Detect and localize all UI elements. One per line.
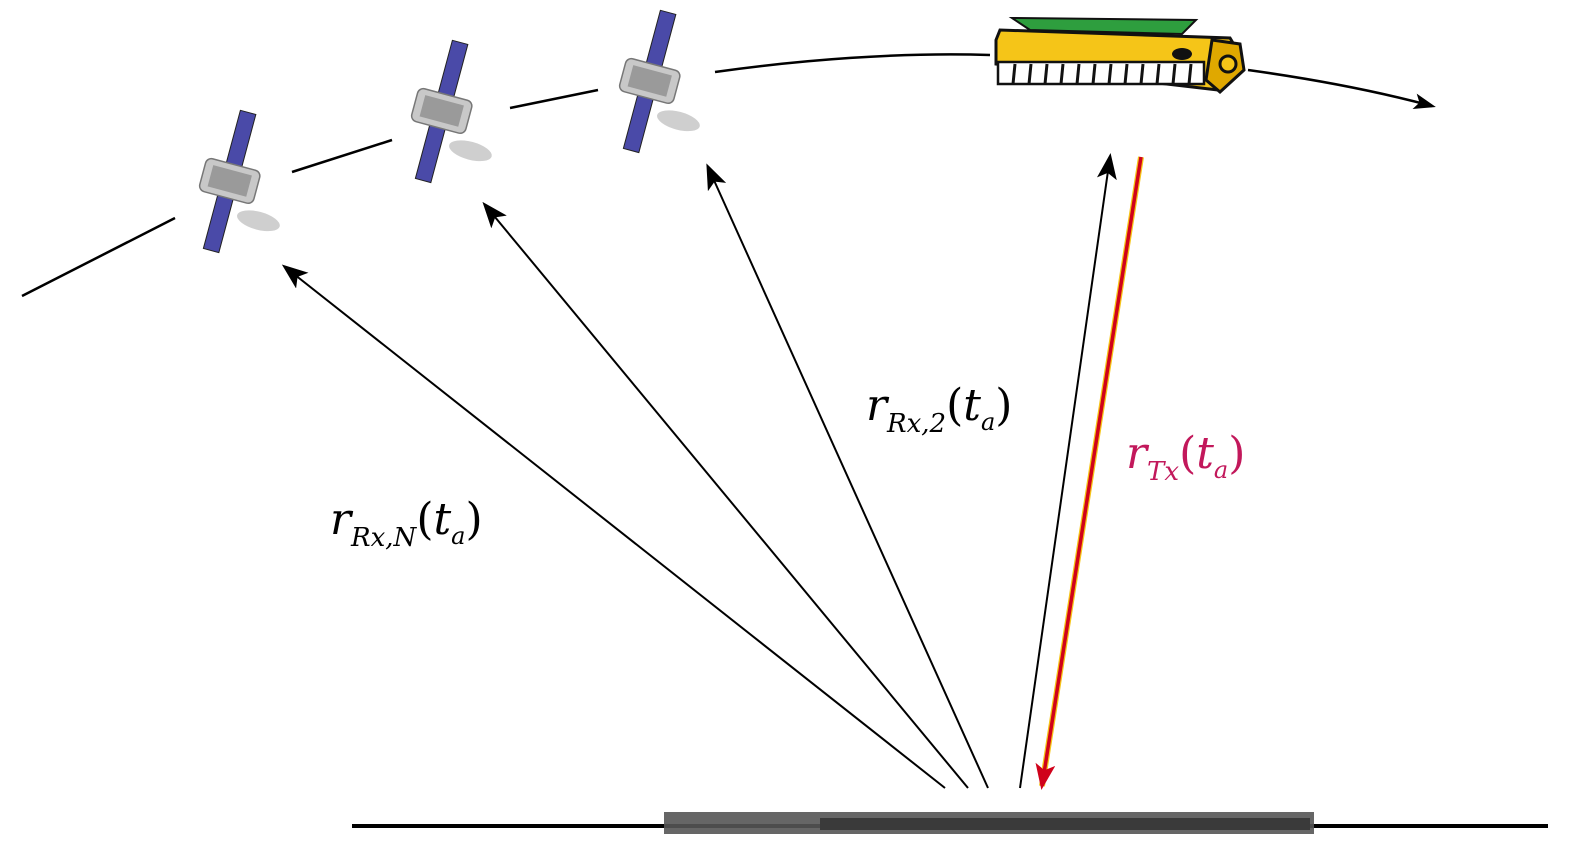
- orbit-path: [21, 53, 1436, 298]
- receiver-vectors: [281, 153, 1117, 789]
- label-rx-2: rRx,2(ta): [866, 380, 1013, 439]
- receiver-satellite-icon: [198, 109, 280, 254]
- vector-tx-return: [1019, 153, 1117, 789]
- transmitter-vector: [1035, 156, 1144, 790]
- label-rx-n: rRx,N(ta): [330, 494, 483, 553]
- vector-rx-2: [706, 163, 989, 789]
- vector-rx-mid: [482, 201, 969, 789]
- label-tx: rTx(ta): [1126, 428, 1246, 487]
- ground: [352, 812, 1548, 834]
- receiver-satellite-icon: [618, 9, 700, 154]
- vector-rx-n: [281, 264, 946, 789]
- transmitter-satellite-icon: [994, 16, 1246, 95]
- receiver-satellite-icon: [410, 39, 492, 184]
